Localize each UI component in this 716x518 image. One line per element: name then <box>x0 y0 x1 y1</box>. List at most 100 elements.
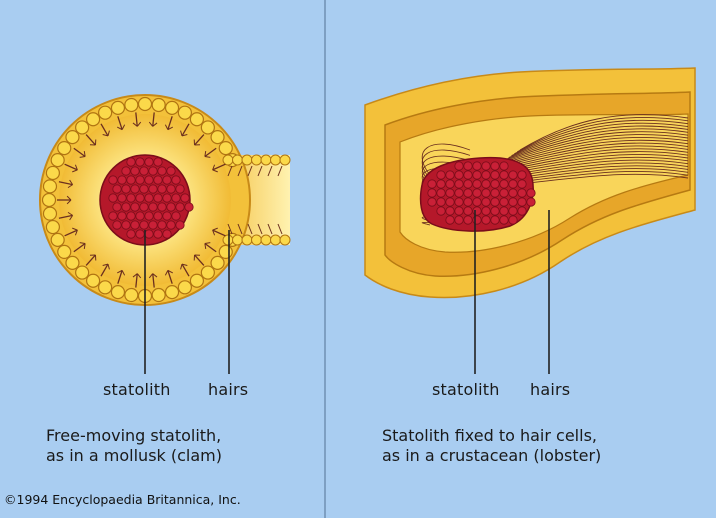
mollusk-statocyst <box>40 95 290 305</box>
cell <box>280 155 290 165</box>
granule <box>446 189 454 197</box>
cell <box>51 154 64 167</box>
cell <box>233 235 243 245</box>
granule <box>118 212 126 220</box>
granule <box>176 185 184 193</box>
granule <box>163 212 171 220</box>
granule <box>176 203 184 211</box>
granule <box>455 207 463 215</box>
granule <box>482 207 490 215</box>
cell <box>111 101 124 114</box>
cell <box>87 113 100 126</box>
granule <box>122 221 130 229</box>
cell <box>139 98 152 111</box>
granule <box>491 216 499 224</box>
granule <box>437 189 445 197</box>
granule <box>136 194 144 202</box>
granule <box>136 230 144 238</box>
granule <box>149 167 157 175</box>
label-hairs-right: hairs <box>530 380 570 399</box>
caption-right-line1: Statolith fixed to hair cells, <box>382 426 601 446</box>
granule <box>437 198 445 206</box>
granule <box>109 194 117 202</box>
granule <box>428 198 436 206</box>
granule <box>500 180 508 188</box>
granule <box>518 207 526 215</box>
granule <box>167 203 175 211</box>
granule <box>140 221 148 229</box>
cell <box>43 207 56 220</box>
cell <box>46 221 59 234</box>
granule <box>464 207 472 215</box>
granule <box>473 189 481 197</box>
granule <box>158 221 166 229</box>
granule <box>518 198 526 206</box>
granule <box>145 230 153 238</box>
cell <box>252 155 262 165</box>
granule <box>131 185 139 193</box>
granule <box>136 176 144 184</box>
granule <box>140 185 148 193</box>
cell <box>58 142 71 155</box>
cell <box>219 245 232 258</box>
granule <box>491 189 499 197</box>
granule <box>446 180 454 188</box>
crustacean-statocyst <box>365 68 695 298</box>
copyright-notice: ©1994 Encyclopaedia Britannica, Inc. <box>4 492 241 507</box>
granule <box>145 158 153 166</box>
granule <box>158 203 166 211</box>
cell <box>201 266 214 279</box>
cell <box>211 131 224 144</box>
granule <box>491 180 499 188</box>
cell <box>99 281 112 294</box>
granule <box>482 216 490 224</box>
cell <box>152 289 165 302</box>
granule <box>172 176 180 184</box>
granule <box>172 194 180 202</box>
granule <box>500 198 508 206</box>
granule <box>163 194 171 202</box>
cell <box>125 98 138 111</box>
cell <box>46 166 59 179</box>
granule <box>122 167 130 175</box>
cell <box>51 233 64 246</box>
granule <box>491 171 499 179</box>
granule <box>527 189 535 197</box>
granule <box>473 216 481 224</box>
granule <box>455 180 463 188</box>
granule <box>491 207 499 215</box>
granule <box>136 212 144 220</box>
granule <box>491 198 499 206</box>
granule <box>464 189 472 197</box>
granule <box>464 171 472 179</box>
granule <box>113 221 121 229</box>
granule <box>167 185 175 193</box>
cell <box>201 121 214 134</box>
cell <box>223 235 233 245</box>
cell <box>152 98 165 111</box>
cell <box>190 113 203 126</box>
cell <box>233 155 243 165</box>
granule <box>113 185 121 193</box>
cell <box>242 235 252 245</box>
cell <box>178 106 191 119</box>
granule <box>127 212 135 220</box>
cell <box>66 131 79 144</box>
cell <box>43 194 56 207</box>
granule <box>500 171 508 179</box>
granule <box>109 212 117 220</box>
granule <box>118 176 126 184</box>
granule <box>149 203 157 211</box>
cell <box>242 155 252 165</box>
cell <box>271 155 281 165</box>
granule <box>518 189 526 197</box>
granule <box>455 171 463 179</box>
granule <box>149 221 157 229</box>
granule <box>509 207 517 215</box>
granule <box>491 162 499 170</box>
granule <box>185 203 193 211</box>
granule <box>136 158 144 166</box>
cell <box>76 121 89 134</box>
granule <box>113 203 121 211</box>
granule <box>428 180 436 188</box>
